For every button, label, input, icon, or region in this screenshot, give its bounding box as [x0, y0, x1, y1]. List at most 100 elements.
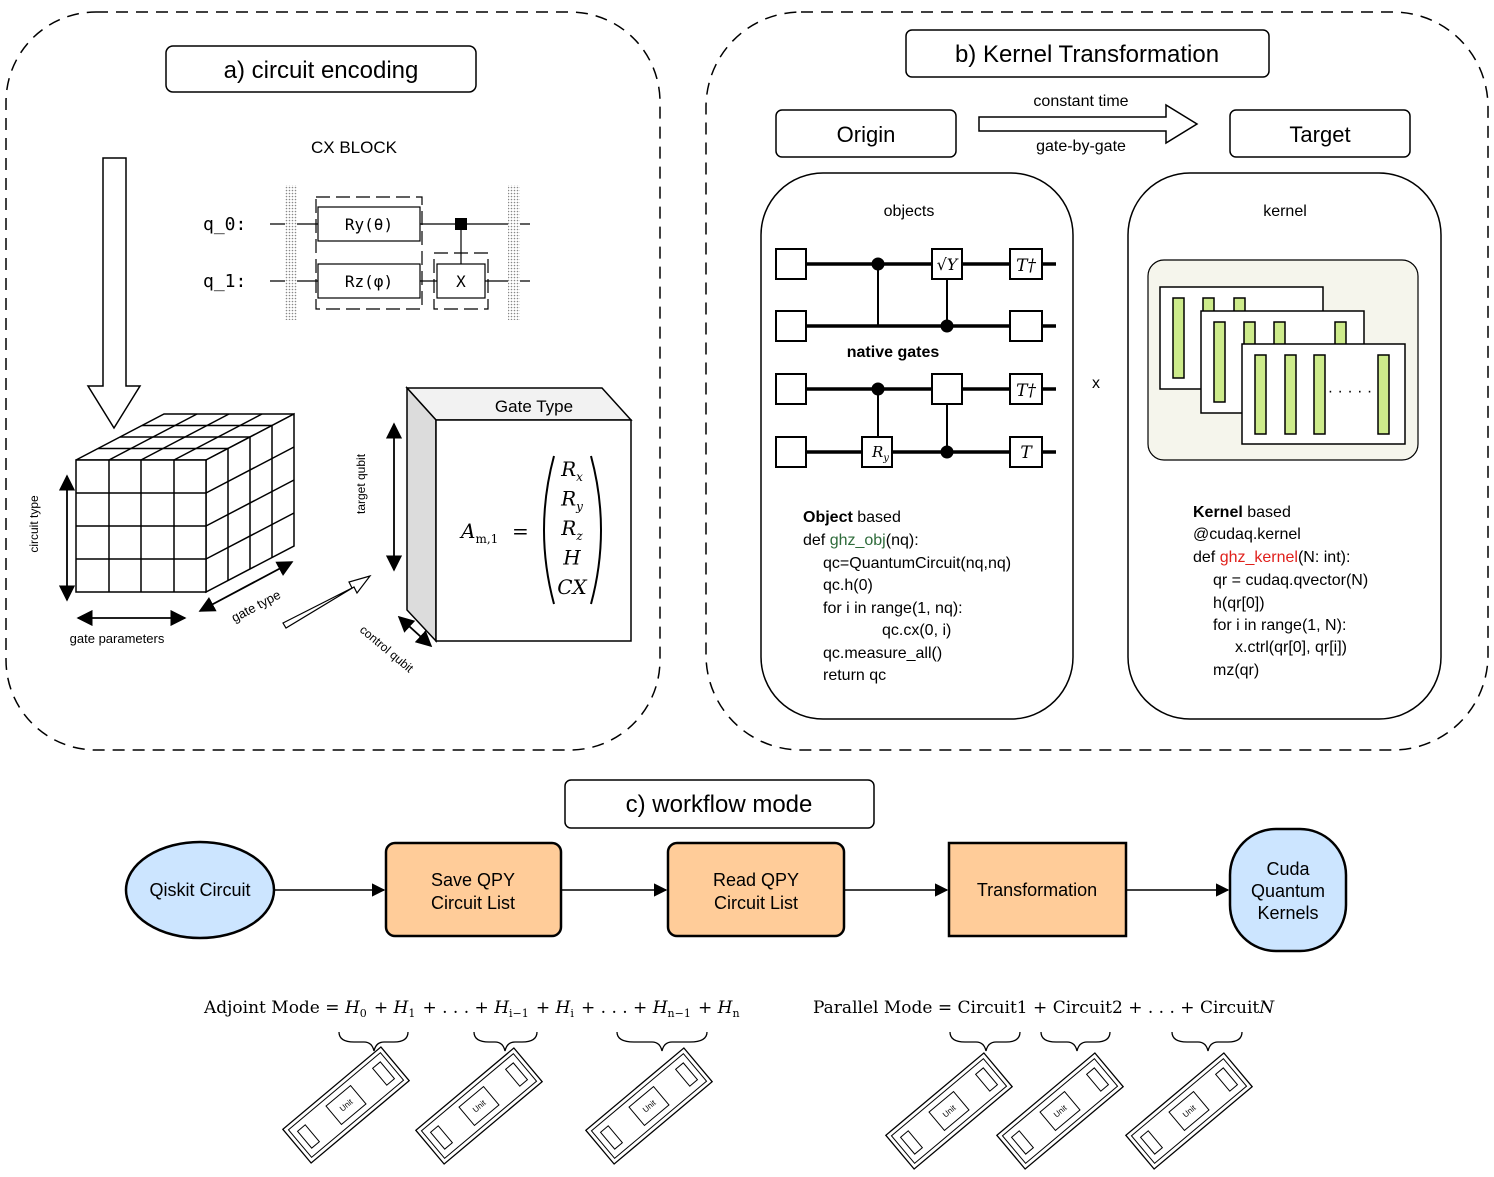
matrix-entry: CX	[557, 575, 587, 599]
unit-tile: Unit	[414, 1047, 544, 1165]
save-qpy-label: Save QPY	[431, 870, 515, 890]
big-down-arrow	[86, 157, 142, 430]
native-gate-circuit	[775, 248, 1056, 468]
control-qubit-arrow	[397, 615, 433, 648]
cx-block-title: CX BLOCK	[311, 138, 398, 157]
read-qpy-label: Read QPY	[713, 870, 799, 890]
objects-label: objects	[884, 203, 935, 220]
matrix-entry: H	[562, 546, 581, 570]
control-qubit-label: control qubit	[357, 623, 417, 676]
kernel-code-decorator: @cudaq.kernel	[1193, 526, 1301, 543]
unit-tile: Unit	[1124, 1052, 1254, 1170]
gate-type-label: gate type	[229, 587, 283, 625]
kernel-code-line: x.ctrl(qr[0], qr[i])	[1235, 639, 1347, 656]
sqrt-y-label: √Y	[937, 255, 959, 274]
rz-gate	[317, 263, 421, 299]
qubit-label-1: q_1:	[203, 271, 246, 292]
kernel-stack	[1159, 286, 1406, 445]
object-code-def: def ghz_obj(nq):	[803, 532, 919, 549]
gate-parameters-label: gate parameters	[70, 631, 165, 646]
cuda-kernels-label: Cuda	[1266, 859, 1310, 879]
object-code-line: for i in range(1, nq):	[823, 600, 963, 617]
cuda-kernels-label: Kernels	[1257, 903, 1318, 923]
adjoint-mode-formula: Adjoint Mode = H0 + H1 + . . . + Hi−1 + …	[203, 998, 741, 1020]
qiskit-circuit-label: Qiskit Circuit	[149, 880, 250, 900]
object-code: Object based def ghz_obj(nq): qc=Quantum…	[803, 509, 1011, 684]
matrix-right-paren	[590, 455, 602, 605]
braces	[338, 1031, 1243, 1052]
unit-tile: Unit	[884, 1052, 1014, 1170]
object-code-heading: Object based	[803, 509, 901, 526]
save-qpy-label: Circuit List	[431, 893, 515, 913]
object-code-line: qc.h(0)	[823, 577, 873, 594]
t-dag-label-1: T†	[1016, 256, 1036, 276]
matrix-left-paren	[543, 455, 555, 605]
circuit-type-label: circuit type	[27, 495, 41, 553]
cx-block-circuit: q_0: q_1: Ry(θ) Rz(φ) X	[203, 185, 530, 320]
kernel-label: kernel	[1263, 203, 1307, 220]
matrix-entry: Rx	[560, 457, 583, 484]
gate-by-gate-label: gate-by-gate	[1036, 138, 1126, 155]
tensor-cube	[75, 412, 295, 594]
cx-control	[455, 218, 467, 230]
kernel-code: Kernel based @cudaq.kernel def ghz_kerne…	[1193, 504, 1368, 679]
matrix-entry: Rz	[560, 516, 583, 543]
kernel-code-line: mz(qr)	[1213, 662, 1259, 679]
object-code-line: return qc	[823, 667, 886, 684]
kernel-code-line: for i in range(1, N):	[1213, 617, 1346, 634]
ry-block-box	[315, 196, 423, 310]
matrix-lhs: Am,1	[459, 519, 498, 546]
target-qubit-label: target qubit	[354, 453, 368, 514]
barrier-left	[285, 185, 297, 320]
panel-a-title: a) circuit encoding	[224, 57, 419, 84]
parallel-mode-formula: Parallel Mode = Circuit1 + Circuit2 + . …	[813, 998, 1275, 1018]
ry-gate	[317, 206, 421, 242]
panel-a-border	[5, 11, 661, 751]
unit-tile: Unit	[584, 1047, 714, 1165]
constant-time-label: constant time	[1033, 93, 1128, 110]
cuda-kernels-node	[1228, 827, 1348, 953]
kernel-dots: · · · · ·	[1328, 383, 1372, 400]
gate-type-title: Gate Type	[495, 397, 573, 416]
object-code-line: qc.measure_all()	[823, 645, 942, 662]
native-gates-label: native gates	[847, 344, 940, 361]
kernel-code-def: def ghz_kernel(N: int):	[1193, 549, 1350, 566]
kernel-code-line: qr = cudaq.qvector(N)	[1213, 572, 1368, 589]
target-label: Target	[1289, 122, 1350, 147]
gate-type-arrow	[198, 561, 294, 612]
read-qpy-label: Circuit List	[714, 893, 798, 913]
matrix-entry: Ry	[560, 487, 583, 514]
qubit-label-0: q_0:	[203, 214, 246, 235]
t-label: T	[1020, 443, 1033, 463]
target-box	[1229, 109, 1411, 158]
kernel-code-line: h(qr[0])	[1213, 595, 1265, 612]
ry-native-label: Ry	[871, 443, 889, 464]
object-code-line: qc.cx(0, i)	[882, 622, 951, 639]
panel-c: c) workflow mode Qiskit Circuit Save QPY…	[124, 779, 1348, 1170]
panel-b: b) Kernel Transformation Origin Target c…	[705, 11, 1489, 751]
panel-b-title: b) Kernel Transformation	[955, 41, 1219, 68]
x-gate	[436, 263, 486, 299]
panel-c-title: c) workflow mode	[626, 791, 813, 818]
unit-tile: Unit	[995, 1052, 1125, 1170]
origin-box	[775, 109, 957, 158]
kernel-code-heading: Kernel based	[1193, 504, 1291, 521]
unit-tile: Unit	[281, 1046, 411, 1164]
origin-label: Origin	[837, 122, 896, 147]
rz-gate-label: Rz(φ)	[345, 272, 393, 291]
panel-b-title-box	[905, 29, 1270, 78]
t-dag-label-2: T†	[1016, 381, 1036, 401]
panel-a-title-box	[165, 45, 477, 93]
times-symbol: x	[1092, 375, 1100, 392]
panel-c-title-box	[564, 779, 875, 829]
transform-arrow	[978, 103, 1199, 145]
barrier-right	[508, 185, 520, 320]
ry-gate-label: Ry(θ)	[345, 215, 393, 234]
transformation-node	[947, 841, 1128, 938]
transformation-label: Transformation	[977, 880, 1097, 900]
matrix-equals: =	[512, 519, 529, 543]
